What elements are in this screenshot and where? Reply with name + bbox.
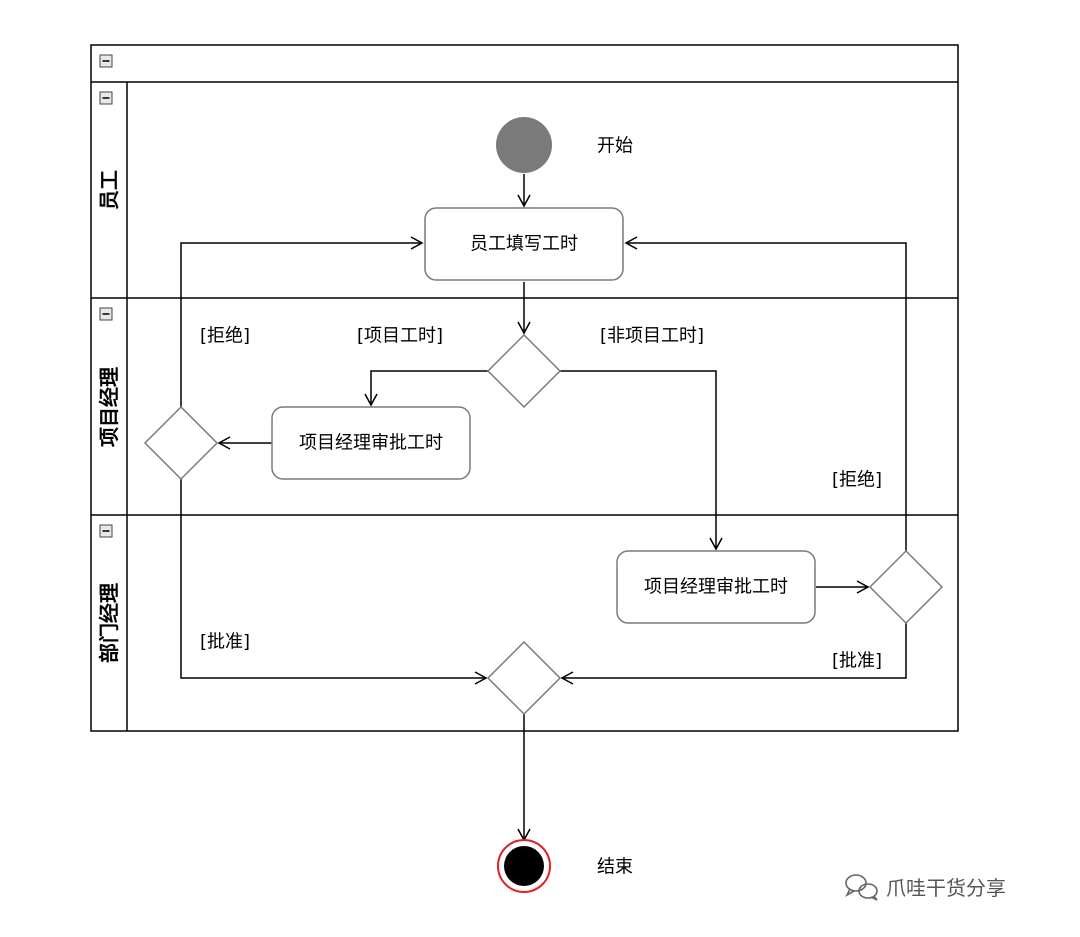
decision-pm-result[interactable] — [143, 405, 219, 481]
end-node[interactable] — [497, 839, 551, 893]
flow-edges — [180, 174, 907, 842]
action-pm-approve-nonproject[interactable]: 项目经理审批工时 — [616, 550, 816, 624]
watermark-text: 爪哇干货分享 — [886, 876, 1006, 900]
wechat-icon — [845, 874, 878, 901]
start-node[interactable] — [496, 117, 552, 173]
guard-reject-right: [拒绝] — [832, 470, 882, 491]
action-pm-approve-project[interactable]: 项目经理审批工时 — [271, 406, 471, 480]
guard-reject-left: [拒绝] — [200, 326, 250, 347]
guard-approve-left: [批准] — [200, 632, 250, 653]
watermark: 爪哇干货分享 — [845, 874, 1006, 901]
flow-reject-left — [180, 236, 424, 407]
decision-hours-type[interactable] — [486, 333, 562, 409]
guard-approve-right: [批准] — [832, 651, 882, 672]
guard-project-hours: [项目工时] — [357, 326, 443, 347]
merge-node[interactable] — [486, 640, 562, 716]
flow-project-branch — [364, 370, 488, 407]
action-pm-approve-project-label: 项目经理审批工时 — [299, 433, 443, 454]
lane-pm-collapse-icon[interactable] — [99, 307, 113, 321]
guard-nonproject-hours: [非项目工时] — [600, 326, 704, 347]
lane-label-project-manager: 项目经理 — [97, 367, 121, 447]
flow-nonproject-branch — [560, 370, 723, 551]
action-pm-approve-nonproject-label: 项目经理审批工时 — [644, 577, 788, 598]
end-label: 结束 — [597, 857, 633, 878]
flow-reject-right — [624, 236, 907, 551]
action-fill-hours-label: 员工填写工时 — [470, 234, 578, 255]
lane-label-employee: 员工 — [97, 170, 121, 210]
pool-collapse-icon[interactable] — [99, 54, 113, 68]
start-label: 开始 — [597, 136, 633, 157]
action-fill-hours[interactable]: 员工填写工时 — [424, 207, 624, 281]
flow-approve-left — [180, 479, 488, 685]
flow-approve-right — [560, 623, 907, 685]
lane-label-department-manager: 部门经理 — [97, 583, 121, 663]
decision-dm-result[interactable] — [868, 549, 944, 625]
lane-dm-collapse-icon[interactable] — [99, 524, 113, 538]
lane-employee-collapse-icon[interactable] — [99, 91, 113, 105]
